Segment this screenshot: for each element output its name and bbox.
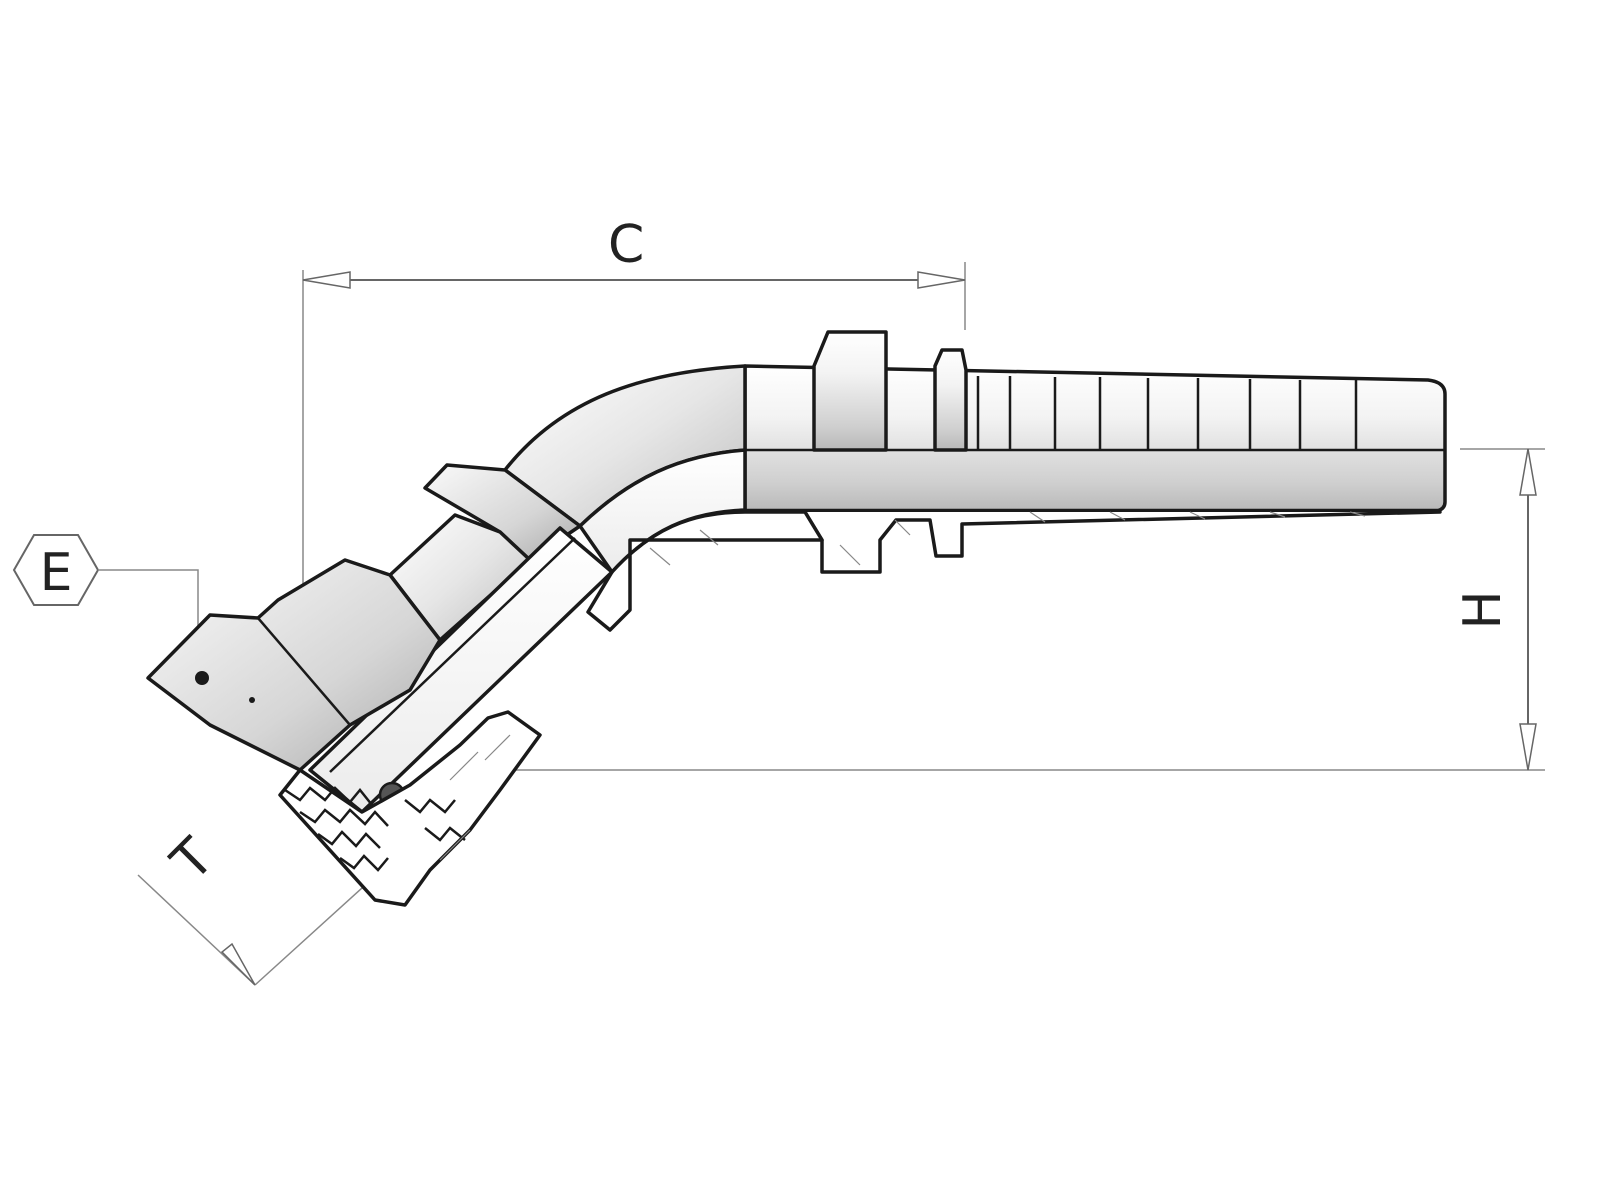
dimension-c-arrow-left (302, 271, 351, 289)
hose-tail-section-profile (743, 510, 1442, 574)
nut-small-dot (249, 697, 255, 703)
bend-body (503, 364, 824, 632)
nut-thread-teeth (284, 786, 466, 872)
dimension-t-line (137, 874, 256, 986)
hose-tail-ridges (976, 376, 1358, 450)
nut-marker-dot (195, 671, 209, 685)
dimension-t-arrow (220, 942, 256, 986)
dimension-c-label: C (608, 215, 644, 275)
dimension-h-label: H (1453, 590, 1513, 629)
dimension-h-arrow-top (1519, 448, 1537, 496)
swivel-nut-edge (147, 677, 211, 726)
bend-lower-profile (586, 510, 824, 632)
hose-tail-collar (812, 330, 888, 452)
bend-hatching (649, 529, 719, 566)
dimension-c-arrow-right (917, 271, 966, 289)
angled-stem (146, 463, 614, 907)
hose-tail (743, 330, 1447, 574)
nut-hatching (439, 734, 511, 861)
dimension-t-label: T (160, 827, 226, 893)
hex-marker-label: E (40, 543, 73, 603)
swivel-nut-face (257, 617, 351, 726)
stem-bore-line (329, 537, 576, 773)
swivel-nut (146, 558, 442, 772)
dimension-t-extension (254, 887, 363, 986)
dimension-c: C (302, 215, 966, 752)
dimension-h-arrow-bottom (1519, 723, 1537, 771)
hose-tail-ring (933, 348, 968, 452)
dimension-h: H (470, 448, 1545, 771)
nut-thread-section (278, 710, 542, 907)
